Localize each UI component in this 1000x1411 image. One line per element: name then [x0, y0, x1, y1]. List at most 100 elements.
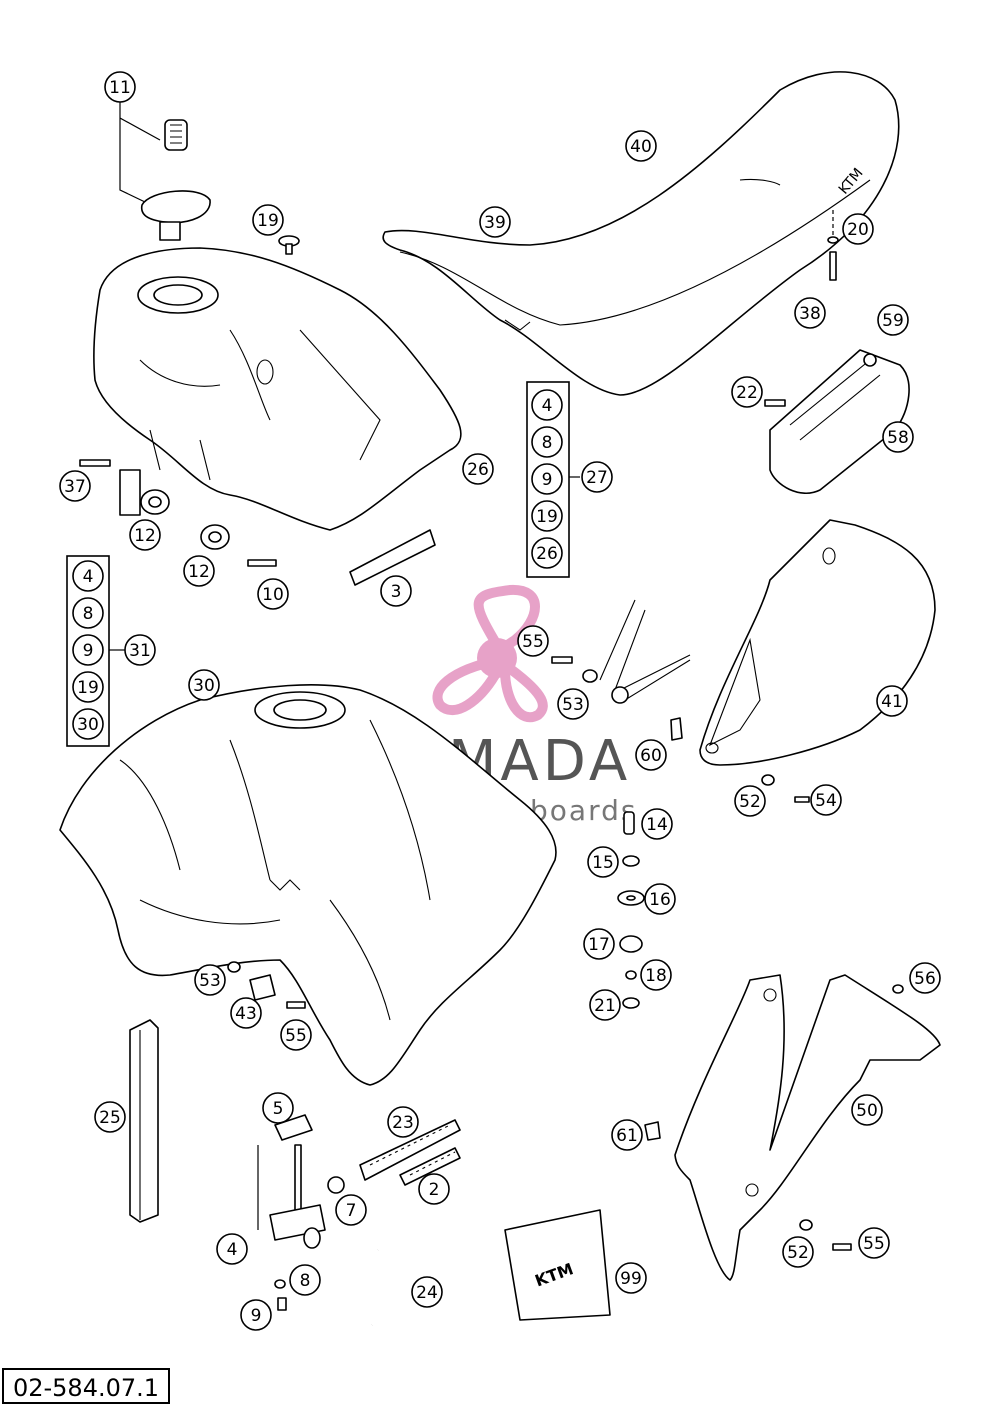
- callout-c12b-label: 12: [188, 562, 210, 582]
- callout-c37-label: 37: [64, 477, 86, 497]
- callout-c27: 27: [581, 461, 613, 493]
- mount-hardware-part: [79, 459, 277, 567]
- callout-c12a-label: 12: [134, 526, 156, 546]
- callout-c20-label: 20: [847, 220, 869, 240]
- callout-c24: 24: [411, 1276, 443, 1308]
- callout-c37: 37: [59, 470, 91, 502]
- kit-31-item-2: 9: [72, 634, 104, 666]
- spoiler-hardware-part: [644, 984, 904, 1251]
- callout-c2-label: 2: [429, 1180, 440, 1200]
- callout-c17: 17: [583, 928, 615, 960]
- toolbag-screw-part: [764, 399, 786, 407]
- kit-31-item-0: 4: [72, 560, 104, 592]
- callout-c58: 58: [882, 421, 914, 453]
- tank-spacer-part: [227, 961, 306, 1009]
- callout-c55c: 55: [858, 1227, 890, 1259]
- screw-part: [278, 235, 300, 255]
- callout-c50: 50: [851, 1094, 883, 1126]
- callout-c25: 25: [94, 1101, 126, 1133]
- callout-c5: 5: [262, 1092, 294, 1124]
- fuel-tank-large-part: [59, 684, 557, 1086]
- kit-27-box: [526, 381, 580, 578]
- callout-c38: 38: [794, 297, 826, 329]
- callout-c54: 54: [810, 784, 842, 816]
- kit-31-item-1-label: 8: [83, 604, 94, 624]
- callout-c18-label: 18: [645, 966, 667, 986]
- callout-c41: 41: [876, 685, 908, 717]
- kit-31-item-1: 8: [72, 597, 104, 629]
- callout-c18: 18: [640, 959, 672, 991]
- callout-c56: 56: [909, 962, 941, 994]
- callout-c3-label: 3: [391, 582, 402, 602]
- callout-c52a: 52: [734, 785, 766, 817]
- decal-strip-vertical-part: [129, 1019, 159, 1223]
- callout-c7-label: 7: [346, 1201, 357, 1221]
- seat-screw-part: [827, 210, 839, 281]
- callout-c31-label: 31: [129, 641, 151, 661]
- callout-c55b-label: 55: [285, 1026, 307, 1046]
- fuel-tank-small-part: [93, 247, 462, 531]
- frame-bracket-part: [551, 599, 691, 741]
- callout-c5-label: 5: [273, 1099, 284, 1119]
- callout-c8a-label: 8: [300, 1271, 311, 1291]
- callout-c11: 11: [104, 71, 136, 103]
- callout-c50-label: 50: [856, 1101, 878, 1121]
- callout-c31: 31: [124, 634, 156, 666]
- fuel-hose-part: [327, 1119, 461, 1330]
- callout-c53b: 53: [194, 964, 226, 996]
- callout-c21-label: 21: [594, 996, 616, 1016]
- callout-c20: 20: [842, 213, 874, 245]
- callout-c56-label: 56: [914, 969, 936, 989]
- callout-c39: 39: [479, 206, 511, 238]
- kit-27-item-4: 26: [531, 537, 563, 569]
- callout-c21: 21: [589, 989, 621, 1021]
- callout-c23-label: 23: [392, 1113, 414, 1133]
- callout-c11-label: 11: [109, 78, 131, 98]
- callout-c61: 61: [611, 1119, 643, 1151]
- callout-c19a-label: 19: [257, 211, 279, 231]
- callout-c9a: 9: [240, 1299, 272, 1331]
- callout-c24-label: 24: [416, 1283, 438, 1303]
- callout-c43-label: 43: [235, 1004, 257, 1024]
- decal-strip-part: [349, 529, 436, 586]
- kit-31-box: [66, 555, 125, 747]
- callout-c26a: 26: [462, 453, 494, 485]
- callout-c15: 15: [587, 846, 619, 878]
- callout-c30: 30: [188, 669, 220, 701]
- callout-c55b: 55: [280, 1019, 312, 1051]
- side-cover-hardware-part: [761, 774, 810, 803]
- callout-c12b: 12: [183, 555, 215, 587]
- callout-c2: 2: [418, 1173, 450, 1205]
- kit-27-item-4-label: 26: [536, 544, 558, 564]
- callout-c52b-label: 52: [787, 1243, 809, 1263]
- callout-c15-label: 15: [592, 853, 614, 873]
- seat-part: KTM: [382, 71, 900, 396]
- callout-c60: 60: [635, 739, 667, 771]
- toolbag-part: [769, 349, 910, 495]
- tank-mount-hardware-part: [617, 811, 645, 1009]
- callout-c40-label: 40: [630, 137, 652, 157]
- callout-c40: 40: [625, 130, 657, 162]
- callout-c30-label: 30: [193, 676, 215, 696]
- callout-c19a: 19: [252, 204, 284, 236]
- callout-c99-label: 99: [620, 1269, 642, 1289]
- ktm-decal-part: KTM: [504, 1209, 611, 1321]
- kit-27-item-1-label: 8: [542, 433, 553, 453]
- callout-c14: 14: [641, 808, 673, 840]
- callout-c22-label: 22: [736, 383, 758, 403]
- kit-27-item-0: 4: [531, 389, 563, 421]
- callout-c59-label: 59: [882, 311, 904, 331]
- callout-c16: 16: [644, 883, 676, 915]
- callout-c10: 10: [257, 578, 289, 610]
- fuel-tap-part: [257, 1114, 326, 1311]
- callout-c4a: 4: [216, 1233, 248, 1265]
- diagram-id-label: 02-584.07.1: [2, 1368, 170, 1404]
- callout-c99: 99: [615, 1262, 647, 1294]
- callout-c9a-label: 9: [251, 1306, 262, 1326]
- callout-c10-label: 10: [262, 585, 284, 605]
- callout-c53a: 53: [557, 688, 589, 720]
- kit-31-item-4-label: 30: [77, 715, 99, 735]
- callout-c17-label: 17: [588, 935, 610, 955]
- kit-31-item-4: 30: [72, 708, 104, 740]
- callout-c54-label: 54: [815, 791, 837, 811]
